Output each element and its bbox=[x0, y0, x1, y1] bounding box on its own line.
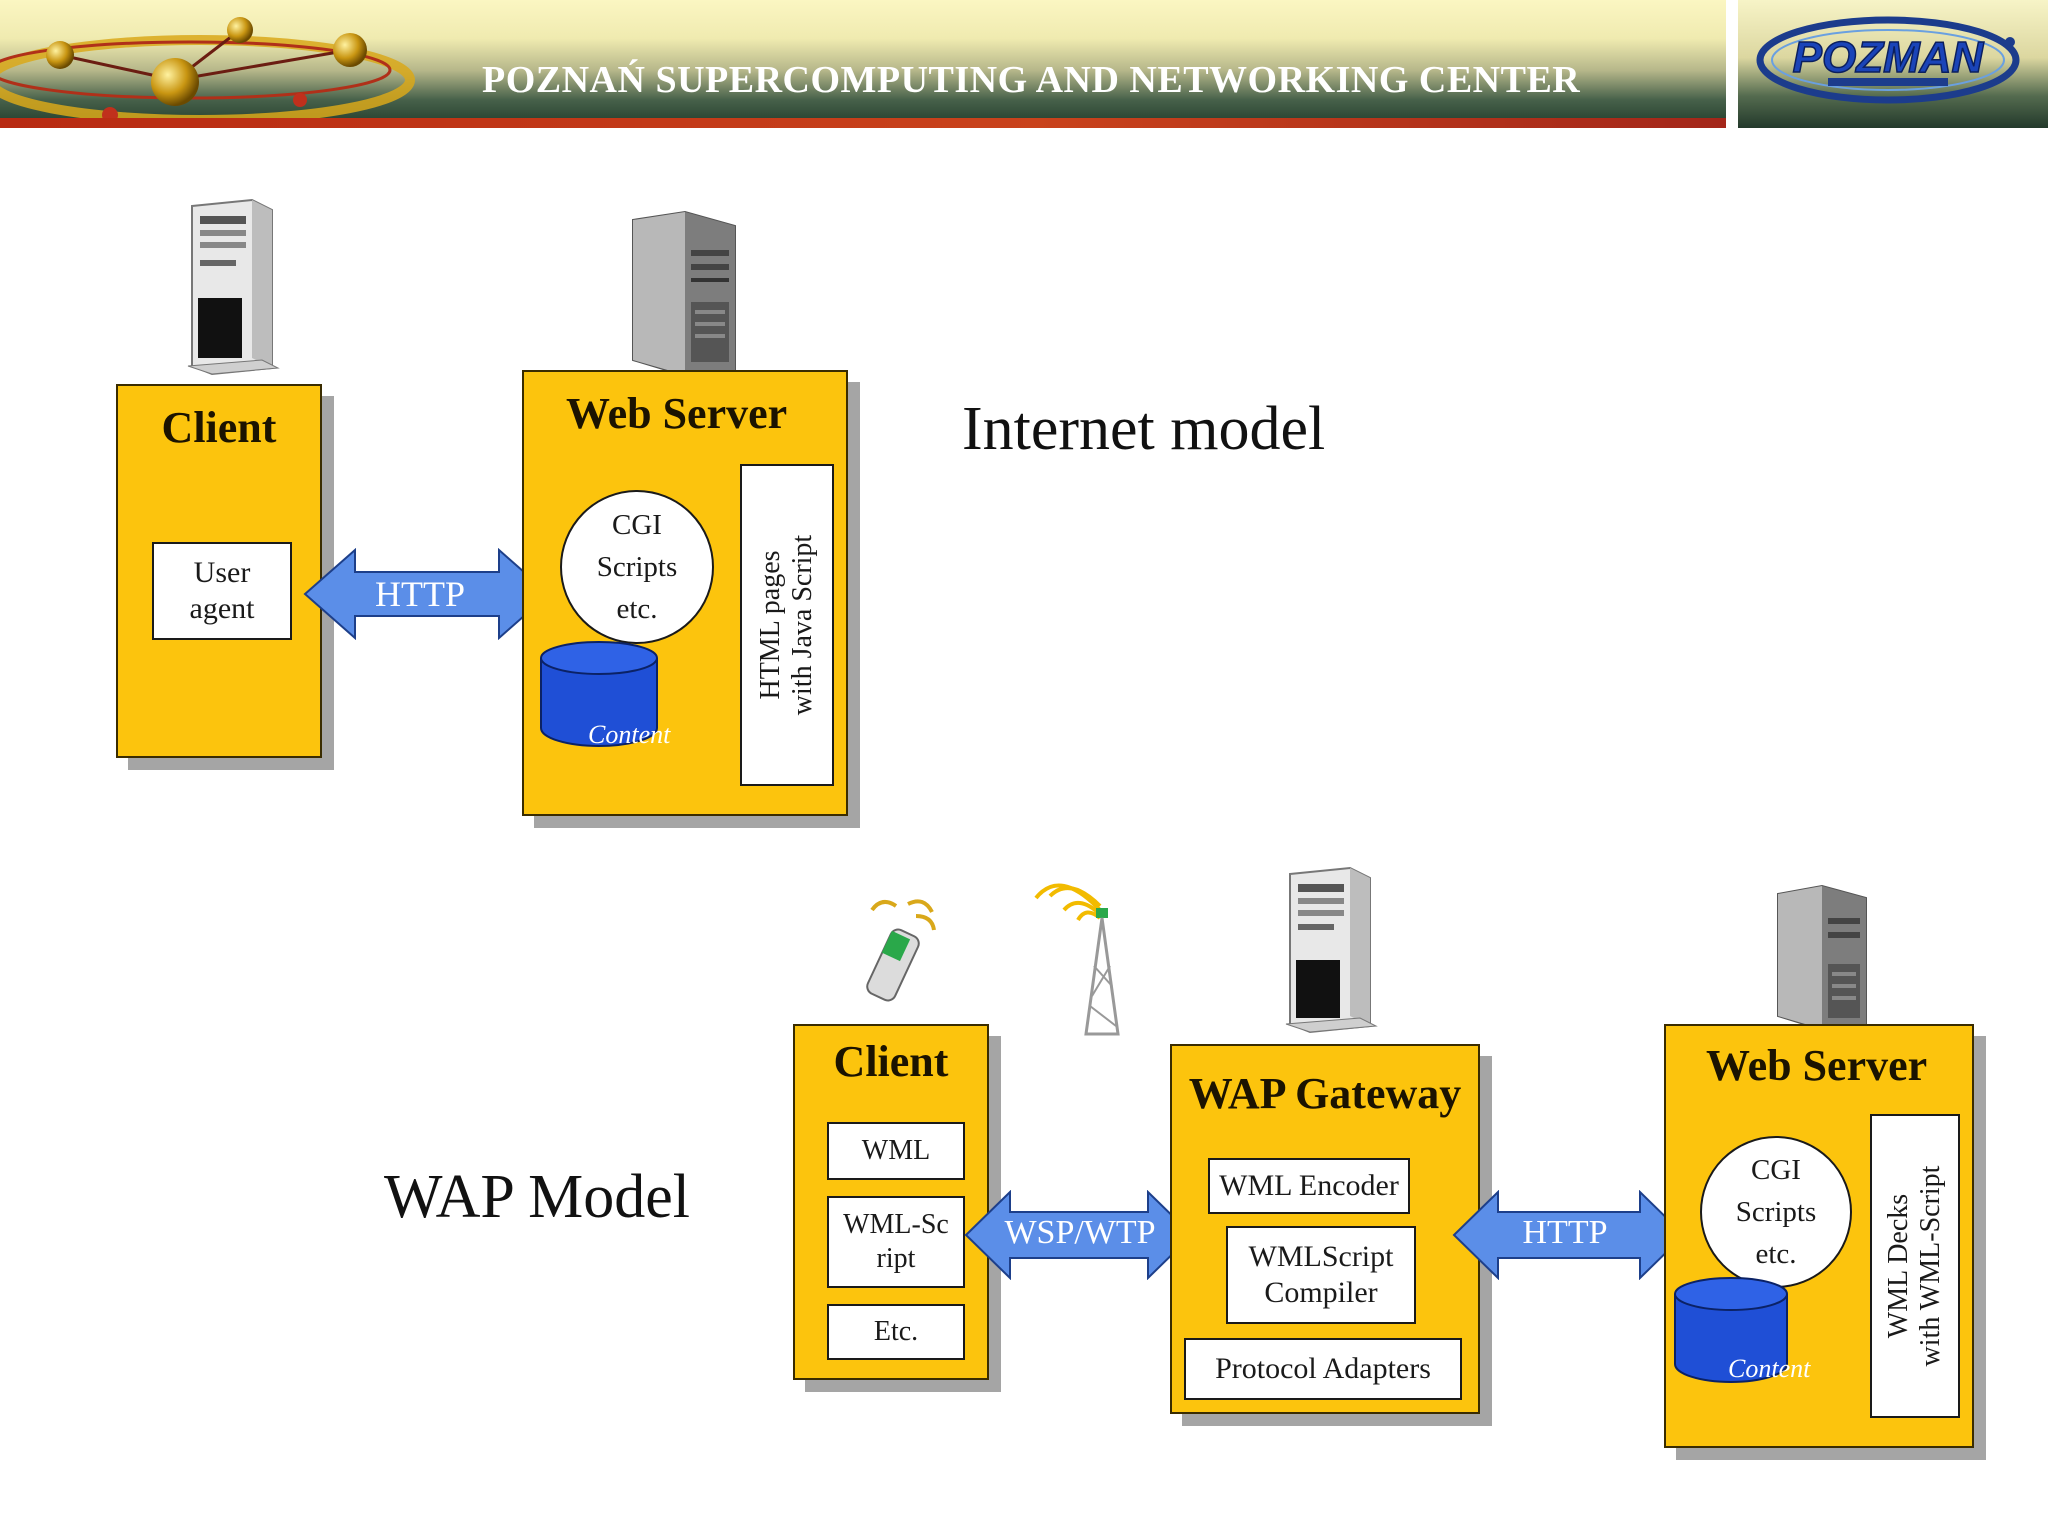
wap-database-icon bbox=[1674, 1277, 1788, 1383]
wml-script-box: WML-Script bbox=[827, 1196, 965, 1288]
html-pages-line1: HTML pages bbox=[754, 550, 786, 700]
wap-client-title: Client bbox=[833, 1037, 949, 1086]
wap-http-arrow-label: HTTP bbox=[1522, 1214, 1608, 1251]
wap-cgi-line1: CGI bbox=[1751, 1153, 1801, 1186]
cgi-line3: etc. bbox=[616, 593, 658, 626]
cgi-line1: CGI bbox=[612, 508, 662, 541]
web-server-tower-icon bbox=[632, 210, 736, 375]
user-agent-box: User agent bbox=[152, 542, 292, 640]
banner-separator bbox=[1726, 0, 1738, 128]
radio-tower-icon bbox=[1034, 883, 1120, 1036]
wap-web-server-title: Web Server bbox=[1706, 1041, 1928, 1090]
cgi-scripts-circle: CGI Scripts etc. bbox=[560, 490, 714, 644]
banner-title: POZNAŃ SUPERCOMPUTING AND NETWORKING CEN… bbox=[482, 59, 1581, 101]
compiler-line1: WMLScript bbox=[1248, 1240, 1394, 1273]
wap-cgi-scripts-circle: CGI Scripts etc. bbox=[1700, 1136, 1852, 1288]
compiler-line2: Compiler bbox=[1264, 1276, 1378, 1309]
wap-cgi-line3: etc. bbox=[1755, 1238, 1797, 1271]
client-title: Client bbox=[161, 403, 277, 452]
user-agent-line2: agent bbox=[189, 592, 255, 625]
internet-model-label: Internet model bbox=[962, 395, 1326, 463]
wml-box: WML bbox=[827, 1122, 965, 1180]
user-agent-line1: User bbox=[193, 556, 251, 589]
wap-web-server-tower-icon bbox=[1777, 884, 1867, 1029]
content-label: Content bbox=[588, 720, 671, 749]
logo-panel: POZMAN bbox=[1738, 0, 2048, 128]
wap-client-box: Client WML WML-Script Etc. bbox=[793, 1024, 989, 1380]
cgi-line2: Scripts bbox=[596, 550, 678, 583]
wap-gateway-box: WAP Gateway WML Encoder WMLScript Compil… bbox=[1170, 1044, 1480, 1414]
html-pages-line2: with Java Script bbox=[787, 534, 818, 716]
http-arrow-label: HTTP bbox=[375, 574, 465, 614]
banner-divider bbox=[0, 118, 1730, 128]
mobile-phone-icon bbox=[866, 899, 936, 1002]
wmlscript-compiler-box: WMLScript Compiler bbox=[1226, 1226, 1416, 1324]
protocol-adapters-box: Protocol Adapters bbox=[1184, 1338, 1462, 1400]
wml-script-label: WML-Script bbox=[843, 1209, 949, 1274]
etc-box: Etc. bbox=[827, 1304, 965, 1360]
wml-encoder-label: WML Encoder bbox=[1219, 1169, 1399, 1202]
pozman-logo: POZMAN bbox=[1756, 16, 2020, 104]
web-server-title: Web Server bbox=[566, 389, 788, 438]
etc-label: Etc. bbox=[873, 1316, 919, 1348]
wsp-wtp-arrow-label: WSP/WTP bbox=[1004, 1214, 1156, 1251]
internet-web-server-box: Web Server CGI Scripts etc. Content HTML… bbox=[522, 370, 848, 816]
wml-label: WML bbox=[861, 1135, 931, 1167]
wml-decks-line2: with WML-Script bbox=[1915, 1165, 1946, 1367]
html-pages-box: HTML pages with Java Script bbox=[740, 464, 834, 786]
header-banner: POZNAŃ SUPERCOMPUTING AND NETWORKING CEN… bbox=[0, 0, 2048, 128]
wml-encoder-box: WML Encoder bbox=[1208, 1158, 1410, 1214]
gateway-title: WAP Gateway bbox=[1188, 1069, 1462, 1118]
internet-client-box: Client User agent bbox=[116, 384, 322, 758]
gateway-pc-icon bbox=[1285, 866, 1378, 1034]
wap-content-label: Content bbox=[1728, 1354, 1811, 1383]
protocol-adapters-label: Protocol Adapters bbox=[1215, 1352, 1431, 1385]
svg-text:POZMAN: POZMAN bbox=[1793, 33, 1985, 82]
wap-model-label: WAP Model bbox=[384, 1163, 690, 1231]
planets-graphic bbox=[0, 17, 415, 125]
wap-web-server-box: Web Server CGI Scripts etc. Content WML … bbox=[1664, 1024, 1974, 1448]
client-pc-icon bbox=[187, 198, 280, 376]
wml-decks-box: WML Decks with WML-Script bbox=[1870, 1114, 1960, 1418]
wap-cgi-line2: Scripts bbox=[1735, 1195, 1817, 1228]
database-icon bbox=[540, 641, 658, 747]
wml-decks-line1: WML Decks bbox=[1882, 1193, 1914, 1339]
